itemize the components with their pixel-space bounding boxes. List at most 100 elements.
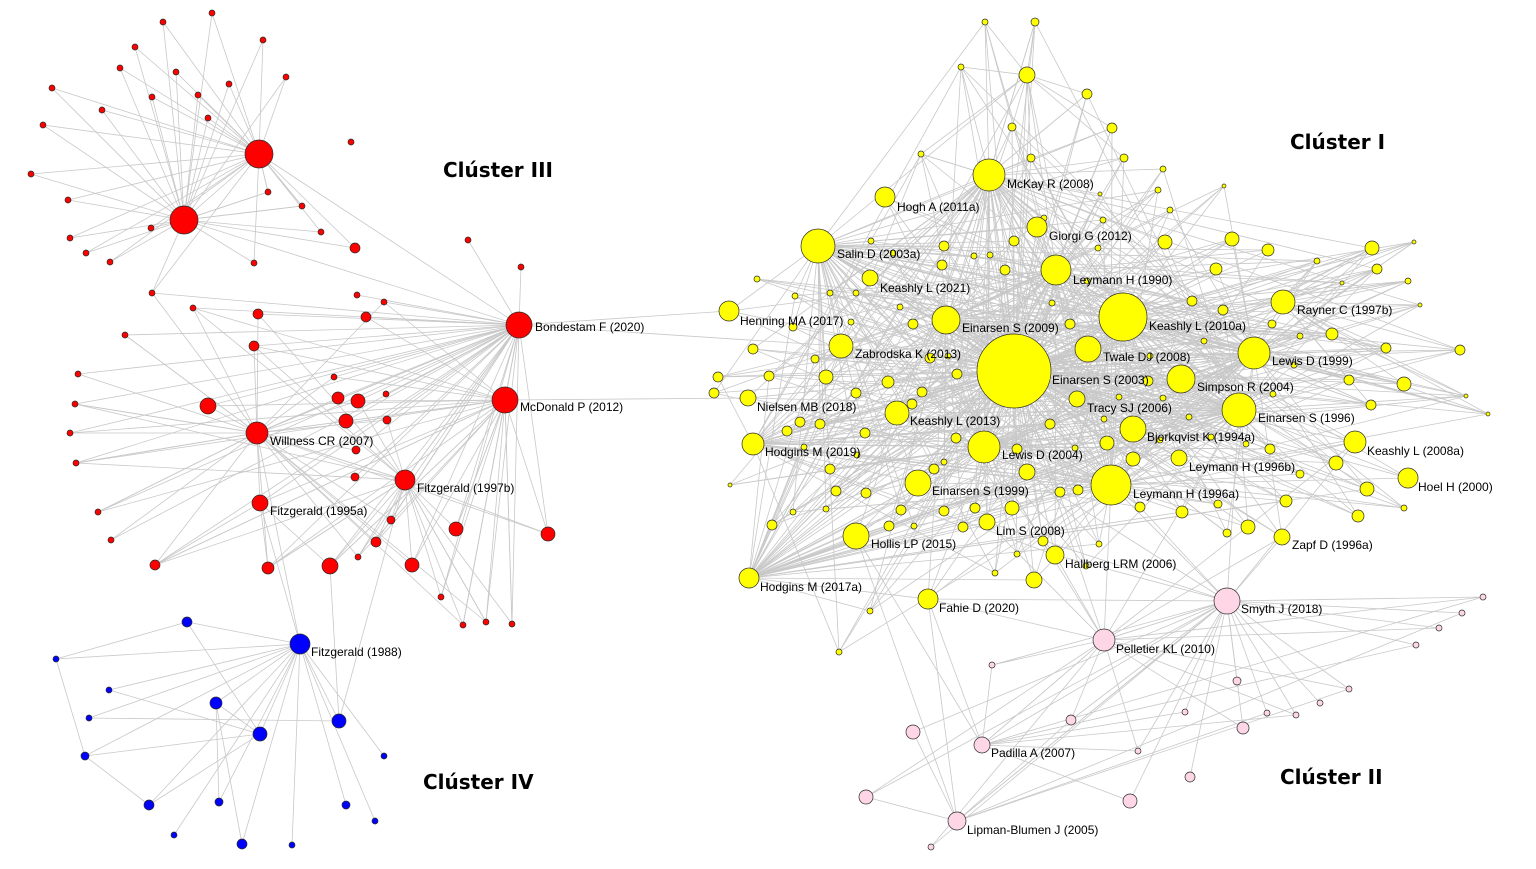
node-y-t55[interactable] bbox=[1156, 436, 1164, 444]
node-y-t15[interactable] bbox=[1166, 206, 1174, 214]
node-y-t75[interactable] bbox=[1013, 550, 1021, 558]
node-r-a35[interactable] bbox=[121, 331, 129, 339]
node-y-t108[interactable] bbox=[896, 303, 904, 311]
node-r-a20[interactable] bbox=[147, 224, 155, 232]
node-y-t77[interactable] bbox=[1082, 562, 1090, 570]
node-y-t65[interactable] bbox=[969, 502, 981, 514]
node-b-12[interactable] bbox=[341, 800, 351, 810]
node-p-5[interactable] bbox=[1236, 721, 1250, 735]
node-p-padilla[interactable] bbox=[973, 736, 991, 754]
node-y-t80[interactable] bbox=[860, 487, 872, 499]
node-y-t13[interactable] bbox=[1154, 186, 1162, 194]
node-y-t92[interactable] bbox=[763, 370, 775, 382]
node-y-t78[interactable] bbox=[957, 521, 969, 533]
node-y-t51[interactable] bbox=[1200, 337, 1208, 345]
node-y-ley96a[interactable] bbox=[1090, 464, 1132, 506]
node-y-t49[interactable] bbox=[1267, 319, 1277, 329]
node-r-a18[interactable] bbox=[64, 196, 72, 204]
node-r-will[interactable] bbox=[245, 421, 269, 445]
node-y-t107[interactable] bbox=[907, 318, 919, 330]
node-y-t31[interactable] bbox=[1343, 374, 1355, 386]
node-y-t85[interactable] bbox=[859, 427, 871, 439]
node-y-rayner[interactable] bbox=[1270, 289, 1296, 315]
node-y-t132[interactable] bbox=[866, 607, 874, 615]
node-y-t129[interactable] bbox=[766, 519, 778, 531]
node-y-t2[interactable] bbox=[1030, 17, 1040, 27]
node-r-a39[interactable] bbox=[71, 400, 79, 408]
node-y-e2003[interactable] bbox=[976, 333, 1052, 409]
node-r-a40[interactable] bbox=[199, 397, 217, 415]
node-r-a53[interactable] bbox=[540, 526, 556, 542]
node-r-a13[interactable] bbox=[204, 114, 212, 122]
node-r-a55[interactable] bbox=[107, 536, 115, 544]
node-p-15[interactable] bbox=[1345, 685, 1353, 693]
node-r-a26[interactable] bbox=[250, 259, 258, 267]
node-y-t50[interactable] bbox=[1290, 361, 1298, 369]
node-y-t28[interactable] bbox=[1380, 342, 1392, 354]
node-y-t95[interactable] bbox=[747, 343, 759, 355]
node-y-t44[interactable] bbox=[1175, 505, 1189, 519]
node-y-t105[interactable] bbox=[936, 259, 948, 271]
node-y-t34[interactable] bbox=[1485, 411, 1491, 417]
node-p-lipman[interactable] bbox=[947, 811, 967, 831]
node-y-fahie[interactable] bbox=[917, 588, 939, 610]
node-y-t21[interactable] bbox=[1411, 239, 1417, 245]
node-y-t134[interactable] bbox=[944, 352, 952, 360]
node-y-t38[interactable] bbox=[1400, 504, 1408, 512]
node-y-t27[interactable] bbox=[1325, 327, 1339, 341]
node-r-a22[interactable] bbox=[66, 234, 74, 242]
node-y-t120[interactable] bbox=[916, 386, 928, 398]
node-y-t66[interactable] bbox=[938, 505, 950, 517]
node-p-13[interactable] bbox=[1292, 711, 1300, 719]
node-r-a62[interactable] bbox=[459, 621, 467, 629]
node-y-t36[interactable] bbox=[1359, 481, 1375, 497]
node-y-t1[interactable] bbox=[981, 18, 989, 26]
node-r-a42[interactable] bbox=[350, 393, 366, 409]
node-y-t112[interactable] bbox=[1008, 235, 1020, 247]
node-r-a54[interactable] bbox=[370, 536, 382, 548]
node-b-14[interactable] bbox=[170, 831, 178, 839]
node-y-t124[interactable] bbox=[1185, 413, 1193, 421]
node-y-mckay[interactable] bbox=[972, 158, 1006, 192]
node-r-a63[interactable] bbox=[482, 618, 490, 626]
node-p-9[interactable] bbox=[858, 789, 874, 805]
node-y-t102[interactable] bbox=[852, 289, 860, 297]
node-y-t48[interactable] bbox=[1296, 332, 1304, 340]
node-y-t23[interactable] bbox=[1371, 263, 1383, 275]
node-y-t128[interactable] bbox=[1207, 433, 1215, 441]
node-y-sal[interactable] bbox=[800, 228, 836, 264]
node-y-t122[interactable] bbox=[1142, 375, 1154, 387]
node-y-t6[interactable] bbox=[1007, 122, 1017, 132]
node-y-t29[interactable] bbox=[1454, 344, 1466, 356]
node-y-t73[interactable] bbox=[991, 569, 999, 577]
node-p-12[interactable] bbox=[1263, 709, 1271, 717]
node-y-t76[interactable] bbox=[1095, 540, 1103, 548]
node-y-t58[interactable] bbox=[1134, 501, 1146, 513]
node-y-t74[interactable] bbox=[1037, 535, 1049, 547]
node-p-14[interactable] bbox=[1316, 699, 1324, 707]
node-r-a28[interactable] bbox=[148, 289, 156, 297]
node-y-t82[interactable] bbox=[822, 505, 830, 513]
node-y-henn[interactable] bbox=[718, 300, 740, 322]
node-r-a46[interactable] bbox=[66, 429, 74, 437]
node-r-a41[interactable] bbox=[331, 391, 345, 405]
node-r-a36[interactable] bbox=[248, 340, 260, 352]
node-r-a24[interactable] bbox=[349, 242, 361, 254]
node-y-t79[interactable] bbox=[910, 522, 918, 530]
node-r-a44[interactable] bbox=[338, 413, 354, 429]
node-y-t64[interactable] bbox=[1004, 500, 1020, 516]
node-y-t111[interactable] bbox=[999, 264, 1011, 276]
node-y-t47[interactable] bbox=[1217, 304, 1229, 316]
node-p-19[interactable] bbox=[1479, 593, 1487, 601]
node-y-t41[interactable] bbox=[1240, 519, 1256, 535]
node-r-a33[interactable] bbox=[252, 308, 264, 320]
node-y-t117[interactable] bbox=[1064, 318, 1076, 330]
node-y-t16[interactable] bbox=[1099, 216, 1107, 224]
node-y-t135[interactable] bbox=[1146, 352, 1154, 360]
node-b-11[interactable] bbox=[214, 797, 224, 807]
node-r-bond[interactable] bbox=[505, 311, 533, 339]
node-y-k2010a[interactable] bbox=[1098, 292, 1148, 342]
node-y-t72[interactable] bbox=[1025, 571, 1043, 589]
node-r-a47[interactable] bbox=[351, 445, 361, 455]
node-y-giorgi[interactable] bbox=[1026, 216, 1048, 238]
